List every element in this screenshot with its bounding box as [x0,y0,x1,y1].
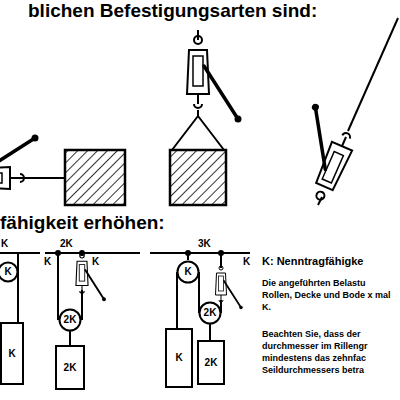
load-label: K [243,256,250,268]
rope [187,253,189,260]
winch [279,103,364,204]
horizontal-pull [0,135,125,206]
winch [187,36,242,123]
load-label: K [92,256,99,268]
load-box [170,150,226,205]
node-label: K [184,267,191,277]
pulley-wheel: 2K [198,301,222,325]
load-label: K [44,256,51,268]
diagonal-pull [279,18,398,205]
pulley-setups [0,251,250,320]
heading: fähigkeit erhöhen: [0,212,165,234]
node-label: 2K [204,308,217,318]
pulley-circle [0,263,18,282]
winch [0,135,39,190]
rope [198,272,200,313]
load-label: 2K [60,238,73,250]
load-box: 2K [55,345,85,390]
load-label: 3K [198,238,211,250]
node-label: K [8,349,15,359]
heading: blichen Befestigungsarten sind: [28,0,317,22]
sling [172,110,224,150]
rope [209,324,211,340]
node-label: K [175,353,182,363]
node-label: 2K [205,358,218,368]
rope [81,290,83,320]
pulley-wheel: 2K [58,308,82,332]
pulley-circle [60,310,81,331]
rope [176,272,178,328]
vertical-lift [170,30,242,205]
winch [216,266,243,309]
note-heading: K: Nenntragfähigke [262,255,363,268]
pulley-wheel: K [0,261,19,283]
note-text: Beachten Sie, dass der durchmesser im Ri… [262,328,392,376]
note-text: Die angeführten Belastu Rollen, Decke un… [262,277,392,313]
pulley-circle [178,262,199,283]
rope [17,272,19,322]
ceiling [45,252,140,254]
load-box: 2K [197,340,225,385]
load-box: K [0,322,24,385]
rope [69,331,71,345]
load-box: K [165,328,193,388]
node-label: K [4,267,11,277]
ceiling [150,252,250,254]
pulley-circle [200,303,221,324]
load-box [65,150,125,205]
rope [348,18,398,131]
load-label: K [1,238,8,250]
node-label: 2K [64,363,77,373]
rope [57,253,59,320]
winch [76,254,106,302]
ceiling [0,252,40,254]
node-label: 2K [64,315,77,325]
rope [20,177,65,179]
pulley-wheel: K [176,260,200,284]
